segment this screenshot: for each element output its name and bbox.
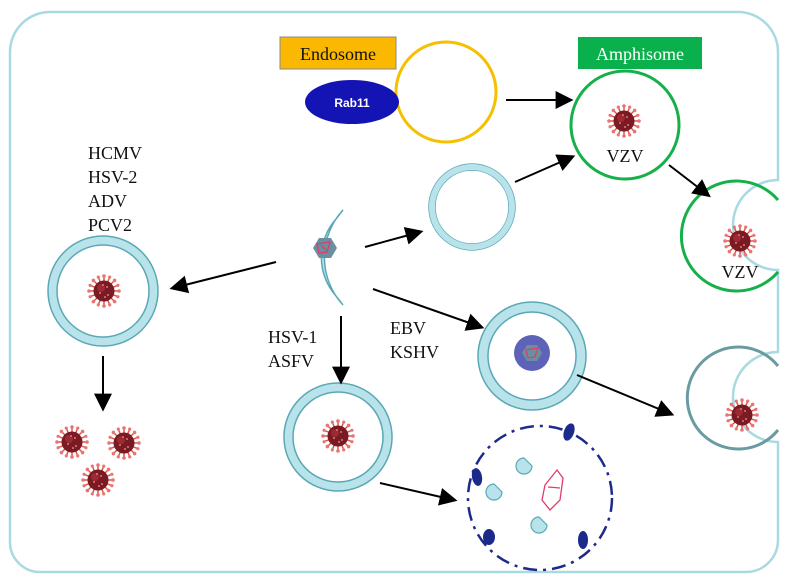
virion-released-2: [106, 425, 142, 461]
amphisome-exocytosis: VZV: [679, 179, 780, 293]
vzv-label-top: VZV: [607, 146, 644, 166]
arrow-phagophore-to-left: [169, 261, 277, 294]
vzv-label-right: VZV: [722, 262, 759, 282]
amphisome-label: Amphisome: [596, 44, 684, 64]
endosome-label: Endosome: [300, 44, 376, 64]
rab11-protein: Rab11: [305, 80, 399, 124]
degraded-dna: [541, 468, 564, 511]
virion-released-3: [80, 462, 116, 498]
vzv-virion: [606, 103, 642, 139]
cell-membrane: [8, 10, 780, 574]
released-virions: [54, 424, 142, 498]
virion-exocytosis: [724, 397, 760, 433]
virus-label-adv: ADV: [88, 191, 127, 211]
arrow-phagophore-to-capsid-vesicle: [372, 288, 485, 331]
endosome-label-box: Endosome: [279, 36, 397, 70]
phagophore: [313, 209, 344, 306]
arrow-autophagosome-to-amphisome: [514, 154, 576, 183]
autophagosome-left: [47, 235, 159, 347]
virus-label-pcv2: PCV2: [88, 215, 132, 235]
arrow-amphisome-to-exocytosis: [668, 164, 711, 198]
virus-label-ebv: EBV: [390, 318, 426, 338]
virus-label-hsv1: HSV-1: [268, 327, 317, 347]
autolysosome-degradation: [466, 423, 614, 572]
virion-released-1: [54, 424, 90, 460]
amphisome-vzv: VZV: [569, 69, 681, 181]
capsid-2: [522, 345, 542, 361]
arrow-bottom-to-degradation: [379, 482, 458, 506]
arrow-capsid-vesicle-to-exocytosis: [576, 374, 675, 417]
autophagosome-bottom: [283, 382, 393, 492]
virus-label-asfv: ASFV: [268, 351, 314, 371]
virus-label-hsv2: HSV-2: [88, 167, 137, 187]
virus-label-kshv: KSHV: [390, 342, 439, 362]
amphisome-label-box: Amphisome: [578, 37, 702, 69]
virion-left: [86, 273, 122, 309]
viral-dna: [316, 241, 331, 254]
virion-bottom: [320, 418, 356, 454]
arrow-phagophore-to-autophagosome: [364, 227, 424, 248]
autophagosome-capsid: [477, 301, 587, 411]
exocytosis-vesicle: [685, 345, 780, 451]
viral-dna-2: [525, 347, 539, 359]
rab11-label: Rab11: [334, 96, 370, 110]
capsid: [313, 238, 337, 258]
endosome: [394, 40, 498, 144]
autophagosome-empty: [428, 163, 516, 251]
virus-label-hcmv: HCMV: [88, 143, 142, 163]
vzv-virion-right: [722, 223, 758, 259]
